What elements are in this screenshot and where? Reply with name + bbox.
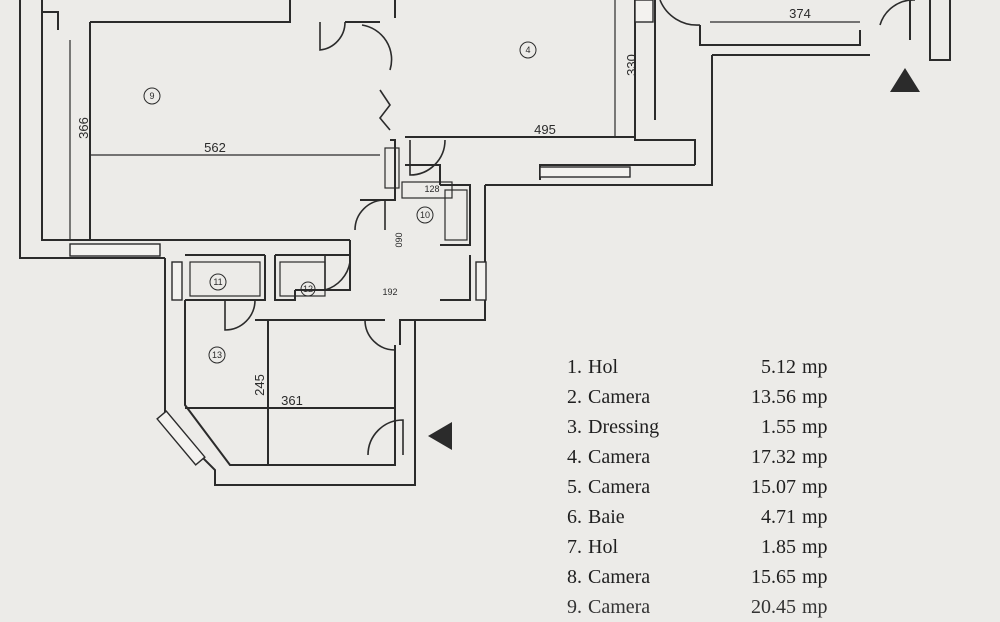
floor-plan: 4 9 10 11 12 13 374 330 366 562 495 245 …: [19, 0, 951, 486]
windows: [69, 0, 654, 466]
room-marker-13: 13: [212, 350, 222, 360]
dimension-label: 495: [534, 122, 556, 137]
dimension-label: 192: [382, 287, 397, 297]
entrance-arrow-icon: [890, 68, 920, 92]
room-marker-4: 4: [525, 45, 530, 55]
legend-row: 1. Hol 5.12 mp: [567, 356, 828, 378]
room-marker-11: 11: [213, 277, 222, 287]
dimension-label: 330: [624, 54, 639, 76]
legend-row: 8. Camera 15.65 mp: [567, 566, 828, 588]
entrance-arrow-icon: [428, 422, 452, 450]
legend-row: 5. Camera 15.07 mp: [567, 476, 828, 498]
legend-row: 7. Hol 1.85 mp: [567, 536, 828, 558]
room-markers: [143, 41, 537, 364]
dimension-label: 090: [394, 232, 404, 247]
door-swings: [224, 0, 915, 456]
room-area-legend: 1. Hol 5.12 mp 2. Camera 13.56 mp 3. Dre…: [540, 352, 860, 622]
legend-row: 9. Camera 20.45 mp: [567, 596, 828, 618]
dimension-label: 128: [424, 184, 439, 194]
room-marker-10: 10: [420, 210, 430, 220]
dimension-label: 245: [252, 374, 267, 396]
room-marker-9: 9: [149, 91, 154, 101]
dimension-label: 374: [789, 6, 811, 21]
legend-row: 2. Camera 13.56 mp: [567, 386, 828, 408]
legend-row: 3. Dressing 1.55 mp: [567, 416, 828, 438]
dimension-label: 366: [76, 117, 91, 139]
dimension-label: 361: [281, 393, 303, 408]
dimension-lines: [69, 0, 860, 409]
fixtures: [189, 147, 468, 297]
legend-row: 4. Camera 17.32 mp: [567, 446, 828, 468]
dimension-label: 562: [204, 140, 226, 155]
legend-row: 6. Baie 4.71 mp: [567, 506, 828, 528]
room-marker-12: 12: [303, 284, 313, 294]
